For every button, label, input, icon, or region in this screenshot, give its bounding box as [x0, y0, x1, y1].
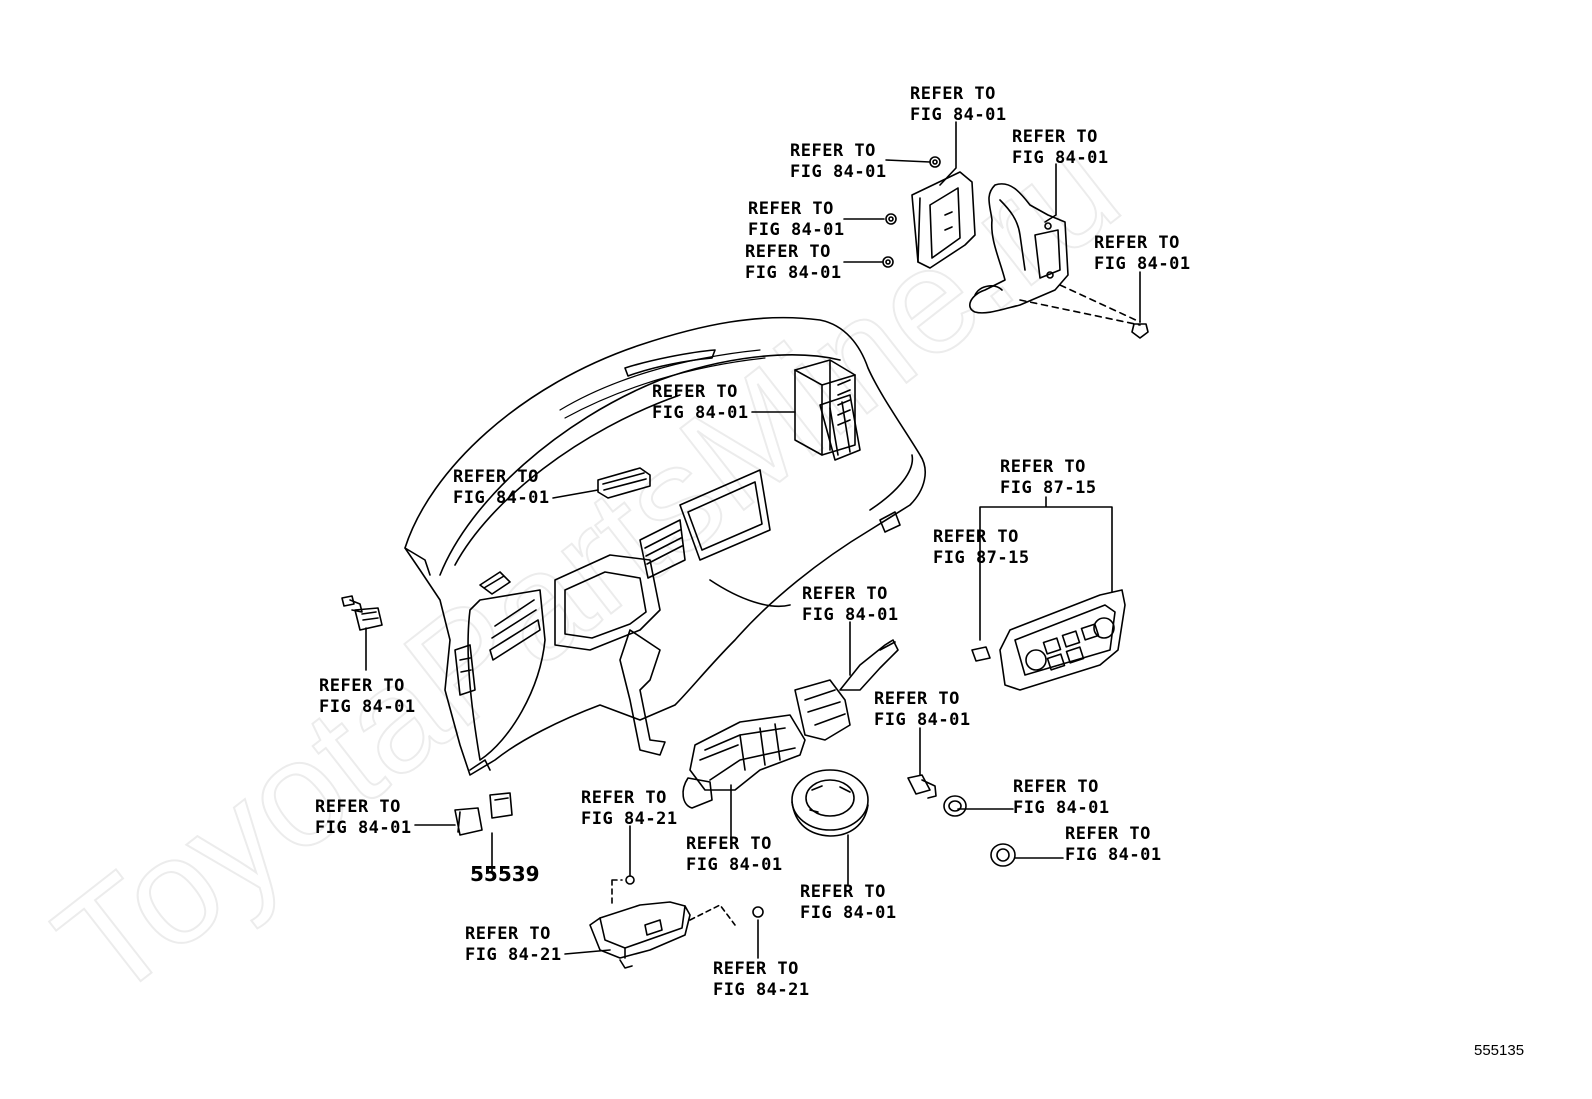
switch-left-drawing — [341, 595, 383, 631]
instrument-panel-drawing — [404, 316, 926, 776]
lamp-drawing — [597, 467, 651, 499]
part-number-label: 55539 — [470, 862, 540, 886]
module-box-drawing — [794, 359, 856, 456]
leader-lines — [365, 121, 1141, 959]
airbag-sensor-drawing — [589, 901, 691, 969]
small-switch-drawing — [454, 792, 513, 836]
ac-control-panel-drawing — [971, 589, 1126, 691]
illustration-id: 555135 — [1474, 1042, 1525, 1059]
combination-switch-drawing — [682, 639, 899, 809]
bracket-drawing — [911, 171, 976, 269]
spiral-cable-drawing — [791, 769, 869, 837]
ignition-parts-drawing — [907, 774, 1016, 867]
nut-hardware — [625, 156, 1149, 918]
duct-bracket-drawing — [969, 183, 1069, 314]
